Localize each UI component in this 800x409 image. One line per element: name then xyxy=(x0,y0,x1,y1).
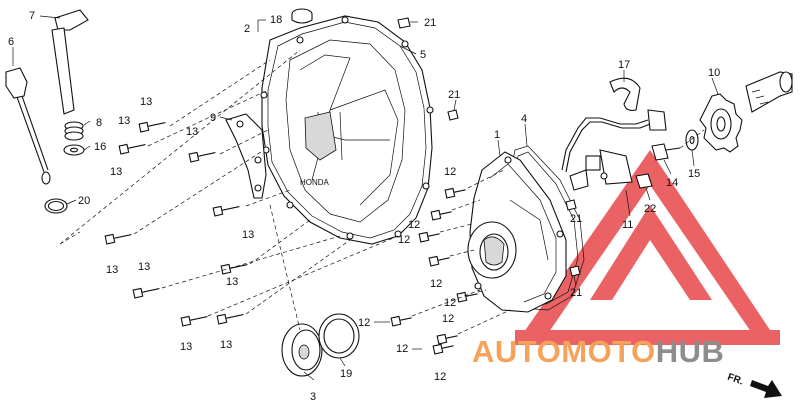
callout-17: 17 xyxy=(618,59,630,71)
callout-15: 15 xyxy=(688,168,700,180)
bolts-12 xyxy=(390,187,478,355)
bolt xyxy=(212,205,240,217)
callout-21: 21 xyxy=(448,89,460,101)
part-8-spring xyxy=(64,121,84,141)
callout-4: 4 xyxy=(521,113,527,125)
callout-12: 12 xyxy=(358,317,370,329)
bolt xyxy=(390,315,412,327)
callout-12: 12 xyxy=(444,297,456,309)
part-21-dowel-top xyxy=(397,17,411,29)
part-21-dowel-lower xyxy=(565,199,581,277)
callout-13: 13 xyxy=(118,115,130,127)
part-6-dipstick xyxy=(5,67,51,185)
callout-14: 14 xyxy=(666,177,678,189)
part-7-shaft xyxy=(51,9,89,115)
callout-13: 13 xyxy=(220,339,232,351)
front-arrow-icon xyxy=(750,380,782,398)
part-21-dowel-mid xyxy=(447,109,459,121)
bolt xyxy=(132,287,160,299)
assembly-lines xyxy=(12,15,719,381)
callout-12: 12 xyxy=(442,313,454,325)
part-10-shaft xyxy=(745,71,793,113)
callout-7: 7 xyxy=(29,10,35,22)
part-15-washer xyxy=(685,129,699,151)
callout-5: 5 xyxy=(420,49,426,61)
callout-13: 13 xyxy=(180,341,192,353)
bolt xyxy=(418,231,440,243)
bolt xyxy=(188,151,216,163)
bolt xyxy=(456,291,478,303)
callout-13: 13 xyxy=(140,96,152,108)
callout-18: 18 xyxy=(270,14,282,26)
callout-13: 13 xyxy=(138,261,150,273)
callout-21: 21 xyxy=(570,213,582,225)
callout-6: 6 xyxy=(8,36,14,48)
svg-text:HONDA: HONDA xyxy=(300,178,330,187)
bolt xyxy=(138,121,166,133)
svg-text:AUTOMOTOHUB: AUTOMOTOHUB xyxy=(472,334,724,369)
bolts-13 xyxy=(104,121,248,327)
callout-12: 12 xyxy=(430,278,442,290)
part-19-o-ring xyxy=(318,313,360,359)
callout-labels: 7 6 8 16 20 2 18 21 5 21 17 10 9 13 13 1… xyxy=(8,10,720,403)
bolt xyxy=(436,333,458,345)
callout-21: 21 xyxy=(424,17,436,29)
callout-11: 11 xyxy=(622,219,633,231)
bolt xyxy=(216,313,244,325)
part-1-generator-cover xyxy=(467,151,567,313)
front-label: FR. xyxy=(726,372,745,388)
bolt xyxy=(432,343,454,355)
part-10-sprocket xyxy=(699,93,743,153)
part-17-clamp xyxy=(609,77,641,111)
part-18-cap xyxy=(291,8,313,24)
callout-1: 1 xyxy=(494,129,500,141)
callout-22: 22 xyxy=(644,203,656,215)
callout-12: 12 xyxy=(398,234,410,246)
callout-13: 13 xyxy=(106,264,118,276)
bolt xyxy=(428,255,450,267)
callout-12: 12 xyxy=(396,343,408,355)
watermark-triangle xyxy=(515,150,780,345)
part-3-plug xyxy=(281,323,323,377)
callout-13: 13 xyxy=(110,166,122,178)
callout-19: 19 xyxy=(340,368,352,380)
callout-2: 2 xyxy=(244,23,250,35)
watermark-brand-gray: HUB xyxy=(656,334,725,369)
part-11-sensor xyxy=(561,109,667,191)
part-20-o-ring xyxy=(44,198,68,214)
callout-12: 12 xyxy=(444,166,456,178)
part-9-bracket xyxy=(225,113,267,199)
callout-10: 10 xyxy=(708,67,720,79)
callout-13: 13 xyxy=(242,229,254,241)
callout-13: 13 xyxy=(226,276,238,288)
callout-21: 21 xyxy=(570,287,582,299)
callout-12: 12 xyxy=(434,371,446,383)
bolt xyxy=(118,143,146,155)
part-5-side-cover: HONDA xyxy=(260,15,434,245)
part-22-bolt xyxy=(635,173,653,189)
watermark-text: AUTOMOTOHUB xyxy=(472,334,724,369)
part-16-washer xyxy=(63,144,85,156)
watermark-brand-orange: AUTOMOTO xyxy=(472,334,656,369)
callout-3: 3 xyxy=(310,391,316,403)
bolt xyxy=(220,263,248,275)
callout-8: 8 xyxy=(96,117,102,129)
front-direction-marker: FR. xyxy=(726,372,782,398)
bolt xyxy=(104,233,132,245)
callout-13: 13 xyxy=(186,126,198,138)
callout-9: 9 xyxy=(210,112,216,124)
bolt xyxy=(430,209,452,221)
part-14-bolt xyxy=(651,143,681,161)
callout-12: 12 xyxy=(408,219,420,231)
callout-16: 16 xyxy=(94,141,106,153)
callout-20: 20 xyxy=(78,195,90,207)
bolt xyxy=(180,315,208,327)
bolt xyxy=(444,187,466,199)
